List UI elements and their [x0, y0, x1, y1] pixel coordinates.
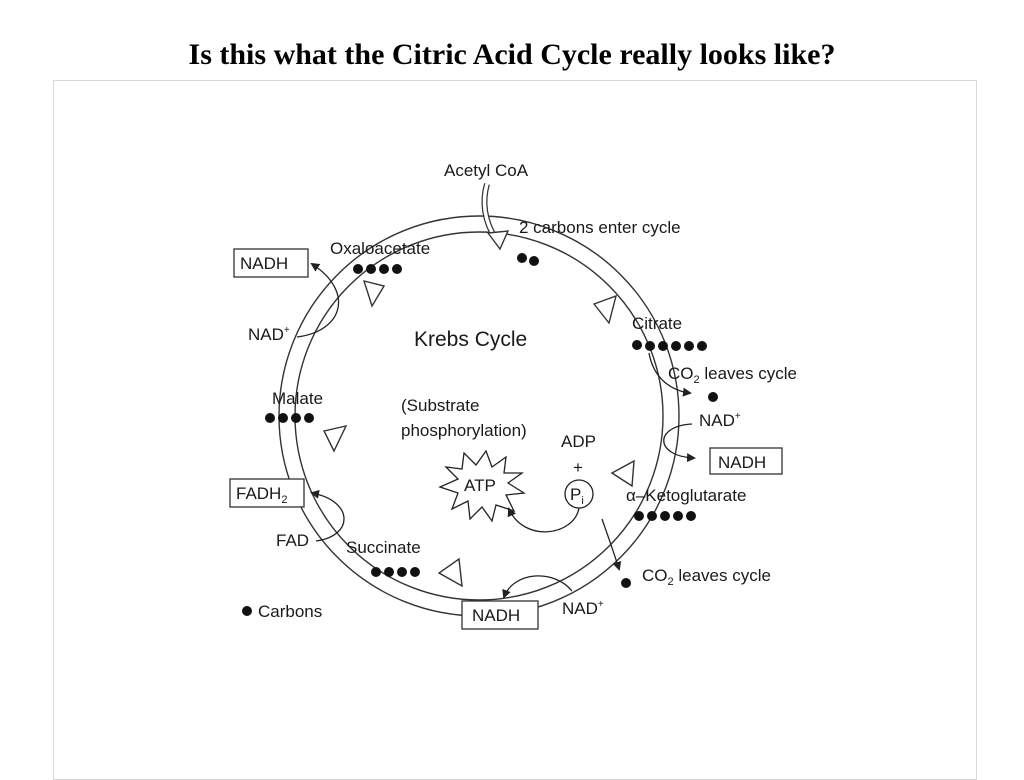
- substrate-label-line1: (Substrate: [401, 396, 479, 415]
- substrate-label-line2: phosphorylation): [401, 421, 527, 440]
- co2-leaves-label-2: CO2 leaves cycle: [642, 566, 771, 588]
- acetyl-coa-label: Acetyl CoA: [444, 161, 529, 180]
- nad-label-bottom: NAD+: [562, 599, 604, 618]
- fadh2-label: FADH2: [236, 484, 287, 506]
- citrate-label: Citrate: [632, 314, 682, 333]
- krebs-cycle-label: Krebs Cycle: [414, 328, 527, 351]
- krebs-cycle-diagram: Acetyl CoA 2 carbons enter cycle Krebs C…: [229, 161, 797, 630]
- nadh-label-right: NADH: [718, 453, 766, 472]
- cycle-arrowhead: [592, 294, 618, 325]
- fad-label: FAD: [276, 531, 309, 550]
- co2-release-arrow-2: [601, 518, 622, 571]
- slide-title: Is this what the Citric Acid Cycle reall…: [188, 38, 836, 71]
- malate-carbons: [265, 413, 314, 423]
- cycle-arrowhead: [610, 459, 635, 488]
- carbons-enter-label: 2 carbons enter cycle: [519, 218, 681, 237]
- succinate-carbons: [371, 567, 420, 577]
- nad-to-nadh-arrow-bottom: [502, 575, 573, 599]
- fad-to-fadh2-arrow: [310, 489, 345, 542]
- oxaloacetate-carbons: [353, 264, 402, 274]
- figure-frame: Acetyl CoA 2 carbons enter cycle Krebs C…: [53, 80, 977, 780]
- nadh-label-bottom: NADH: [472, 606, 520, 625]
- alpha-ketoglutarate-label: α–Ketoglutarate: [626, 486, 746, 505]
- nadh-box-right: [709, 447, 783, 475]
- fadh2-box: [229, 478, 305, 508]
- co2-carbon-dot-2: [621, 578, 631, 588]
- succinate-label: Succinate: [346, 538, 421, 557]
- citrate-carbons: [632, 340, 707, 351]
- legend-carbon-dot: [242, 606, 252, 616]
- co2-carbon-dot-1: [708, 392, 718, 402]
- adp-to-atp-arrow: [507, 507, 580, 533]
- oxaloacetate-label: Oxaloacetate: [330, 239, 430, 258]
- co2-release-arrow-1: [648, 352, 692, 397]
- nad-label-right: NAD+: [699, 411, 741, 430]
- alpha-ketoglutarate-carbons: [634, 511, 696, 521]
- nad-to-nadh-arrow-right: [663, 423, 696, 463]
- cycle-ring-outer: [278, 215, 680, 617]
- cycle-arrowhead: [362, 280, 386, 308]
- carbon-dot: [517, 253, 527, 263]
- legend-carbons-label: Carbons: [258, 602, 322, 621]
- atp-label: ATP: [464, 476, 496, 495]
- cycle-arrowhead: [437, 557, 463, 588]
- malate-label: Malate: [272, 389, 323, 408]
- cycle-arrowhead: [322, 424, 348, 453]
- plus-sign: +: [573, 458, 583, 477]
- atp-starburst: [438, 449, 526, 523]
- carbon-dot: [529, 256, 539, 266]
- co2-leaves-label-1: CO2 leaves cycle: [668, 364, 797, 386]
- nadh-box-bottom: [461, 600, 539, 630]
- pi-label: Pi: [570, 485, 584, 507]
- nadh-label-left: NADH: [240, 254, 288, 273]
- adp-label: ADP: [561, 432, 596, 451]
- nad-label-left: NAD+: [248, 325, 290, 344]
- nad-to-nadh-arrow-left: [296, 262, 340, 338]
- nadh-box-left: [233, 248, 309, 278]
